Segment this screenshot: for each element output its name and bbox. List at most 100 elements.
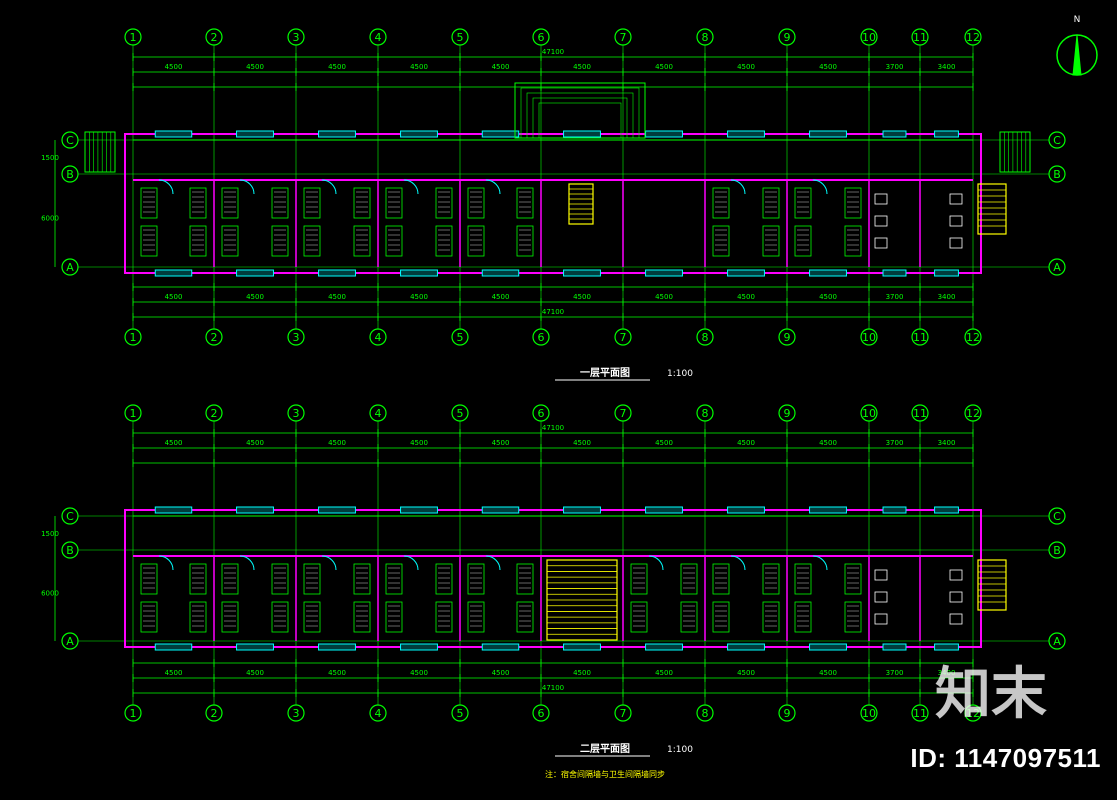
bunk-bed bbox=[189, 601, 207, 633]
window bbox=[236, 506, 274, 514]
bunk-bed bbox=[762, 187, 780, 219]
window bbox=[236, 643, 274, 651]
axis-bubble: 10 bbox=[860, 704, 878, 722]
dimension-label: 4500 bbox=[737, 439, 755, 447]
axis-bubble-label: 9 bbox=[784, 407, 791, 420]
dimension-label: 4500 bbox=[328, 439, 346, 447]
toilet-fixture bbox=[874, 193, 888, 205]
bunk-bed bbox=[189, 187, 207, 219]
dimension-label: 1500 bbox=[41, 530, 59, 538]
axis-bubble: 12 bbox=[964, 328, 982, 346]
dimension-label: 4500 bbox=[819, 439, 837, 447]
axis-bubble: 1 bbox=[124, 704, 142, 722]
bunk-bed bbox=[630, 601, 648, 633]
dimension-label: 4500 bbox=[573, 63, 591, 71]
axis-bubble-label: 11 bbox=[913, 31, 927, 44]
door-swing bbox=[239, 555, 255, 571]
bunk-bed bbox=[140, 601, 158, 633]
axis-bubble: 2 bbox=[205, 328, 223, 346]
axis-bubble-label: 2 bbox=[211, 331, 218, 344]
bunk-bed bbox=[385, 225, 403, 257]
bunk-bed bbox=[303, 601, 321, 633]
north-pointer bbox=[1072, 34, 1082, 76]
axis-bubble: B bbox=[1048, 165, 1066, 183]
window bbox=[934, 643, 959, 651]
window bbox=[154, 130, 193, 138]
dimension-label: 3700 bbox=[886, 439, 904, 447]
dimension-label: 4500 bbox=[737, 669, 755, 677]
door-swing bbox=[648, 555, 664, 571]
window bbox=[934, 269, 959, 277]
dimension-label: 3400 bbox=[938, 63, 956, 71]
axis-bubble: 3 bbox=[287, 404, 305, 422]
axis-bubble-label: 3 bbox=[293, 407, 300, 420]
north-icon: N bbox=[1056, 15, 1098, 76]
axis-bubble: 12 bbox=[964, 28, 982, 46]
dimension-total: 47100 bbox=[542, 48, 564, 56]
bunk-bed bbox=[467, 225, 485, 257]
bunk-bed bbox=[271, 601, 289, 633]
toilet-fixture bbox=[949, 569, 963, 581]
bunk-bed bbox=[467, 187, 485, 219]
axis-bubble-label: 10 bbox=[862, 31, 876, 44]
window bbox=[400, 506, 438, 514]
axis-bubble: C bbox=[1048, 131, 1066, 149]
axis-bubble: A bbox=[61, 258, 79, 276]
entrance-block bbox=[514, 82, 646, 139]
dimension-label: 4500 bbox=[492, 63, 510, 71]
axis-bubble-label: 1 bbox=[130, 707, 137, 720]
bunk-bed bbox=[794, 563, 812, 595]
window bbox=[645, 130, 683, 138]
bunk-bed bbox=[680, 601, 698, 633]
bunk-bed bbox=[516, 563, 534, 595]
axis-bubble: C bbox=[1048, 507, 1066, 525]
bunk-bed bbox=[271, 225, 289, 257]
door-swing bbox=[321, 555, 337, 571]
toilet-fixture bbox=[874, 569, 888, 581]
axis-bubble-label: 1 bbox=[130, 407, 137, 420]
bunk-bed bbox=[762, 225, 780, 257]
dimension-label: 4500 bbox=[573, 439, 591, 447]
axis-bubble: 6 bbox=[532, 28, 550, 46]
exterior-wall bbox=[124, 133, 982, 274]
door-swing bbox=[158, 555, 174, 571]
axis-bubble-label: 7 bbox=[620, 707, 627, 720]
bunk-bed bbox=[385, 187, 403, 219]
window bbox=[318, 506, 356, 514]
axis-bubble-label: 8 bbox=[702, 331, 709, 344]
axis-bubble: 4 bbox=[369, 328, 387, 346]
window bbox=[400, 643, 438, 651]
entrance-step bbox=[538, 102, 622, 139]
door-swing bbox=[730, 179, 746, 195]
dimension-label: 4500 bbox=[246, 669, 264, 677]
bunk-bed bbox=[140, 187, 158, 219]
axis-bubble: 6 bbox=[532, 328, 550, 346]
window bbox=[934, 130, 959, 138]
dimension-label: 4500 bbox=[328, 293, 346, 301]
axis-bubble: C bbox=[61, 507, 79, 525]
door-swing bbox=[485, 555, 501, 571]
window bbox=[318, 269, 356, 277]
axis-bubble-label: C bbox=[1053, 510, 1061, 523]
axis-bubble-label: A bbox=[66, 635, 74, 648]
window bbox=[809, 269, 847, 277]
axis-bubble-label: 5 bbox=[457, 31, 464, 44]
plan-scale: 1:100 bbox=[667, 745, 693, 755]
axis-bubble-label: C bbox=[1053, 134, 1061, 147]
axis-bubble: B bbox=[61, 165, 79, 183]
axis-bubble: 12 bbox=[964, 404, 982, 422]
axis-bubble-label: B bbox=[1053, 544, 1061, 557]
exterior-wall bbox=[124, 509, 982, 648]
window bbox=[400, 130, 438, 138]
axis-bubble: 2 bbox=[205, 704, 223, 722]
dimension-total: 47100 bbox=[542, 684, 564, 692]
bunk-bed bbox=[353, 187, 371, 219]
dimension-label: 4500 bbox=[492, 669, 510, 677]
bunk-bed bbox=[353, 601, 371, 633]
door-swing bbox=[239, 179, 255, 195]
bunk-bed bbox=[189, 563, 207, 595]
axis-bubble: 8 bbox=[696, 28, 714, 46]
axis-bubble: 11 bbox=[911, 704, 929, 722]
toilet-fixture bbox=[949, 591, 963, 603]
window bbox=[809, 130, 847, 138]
